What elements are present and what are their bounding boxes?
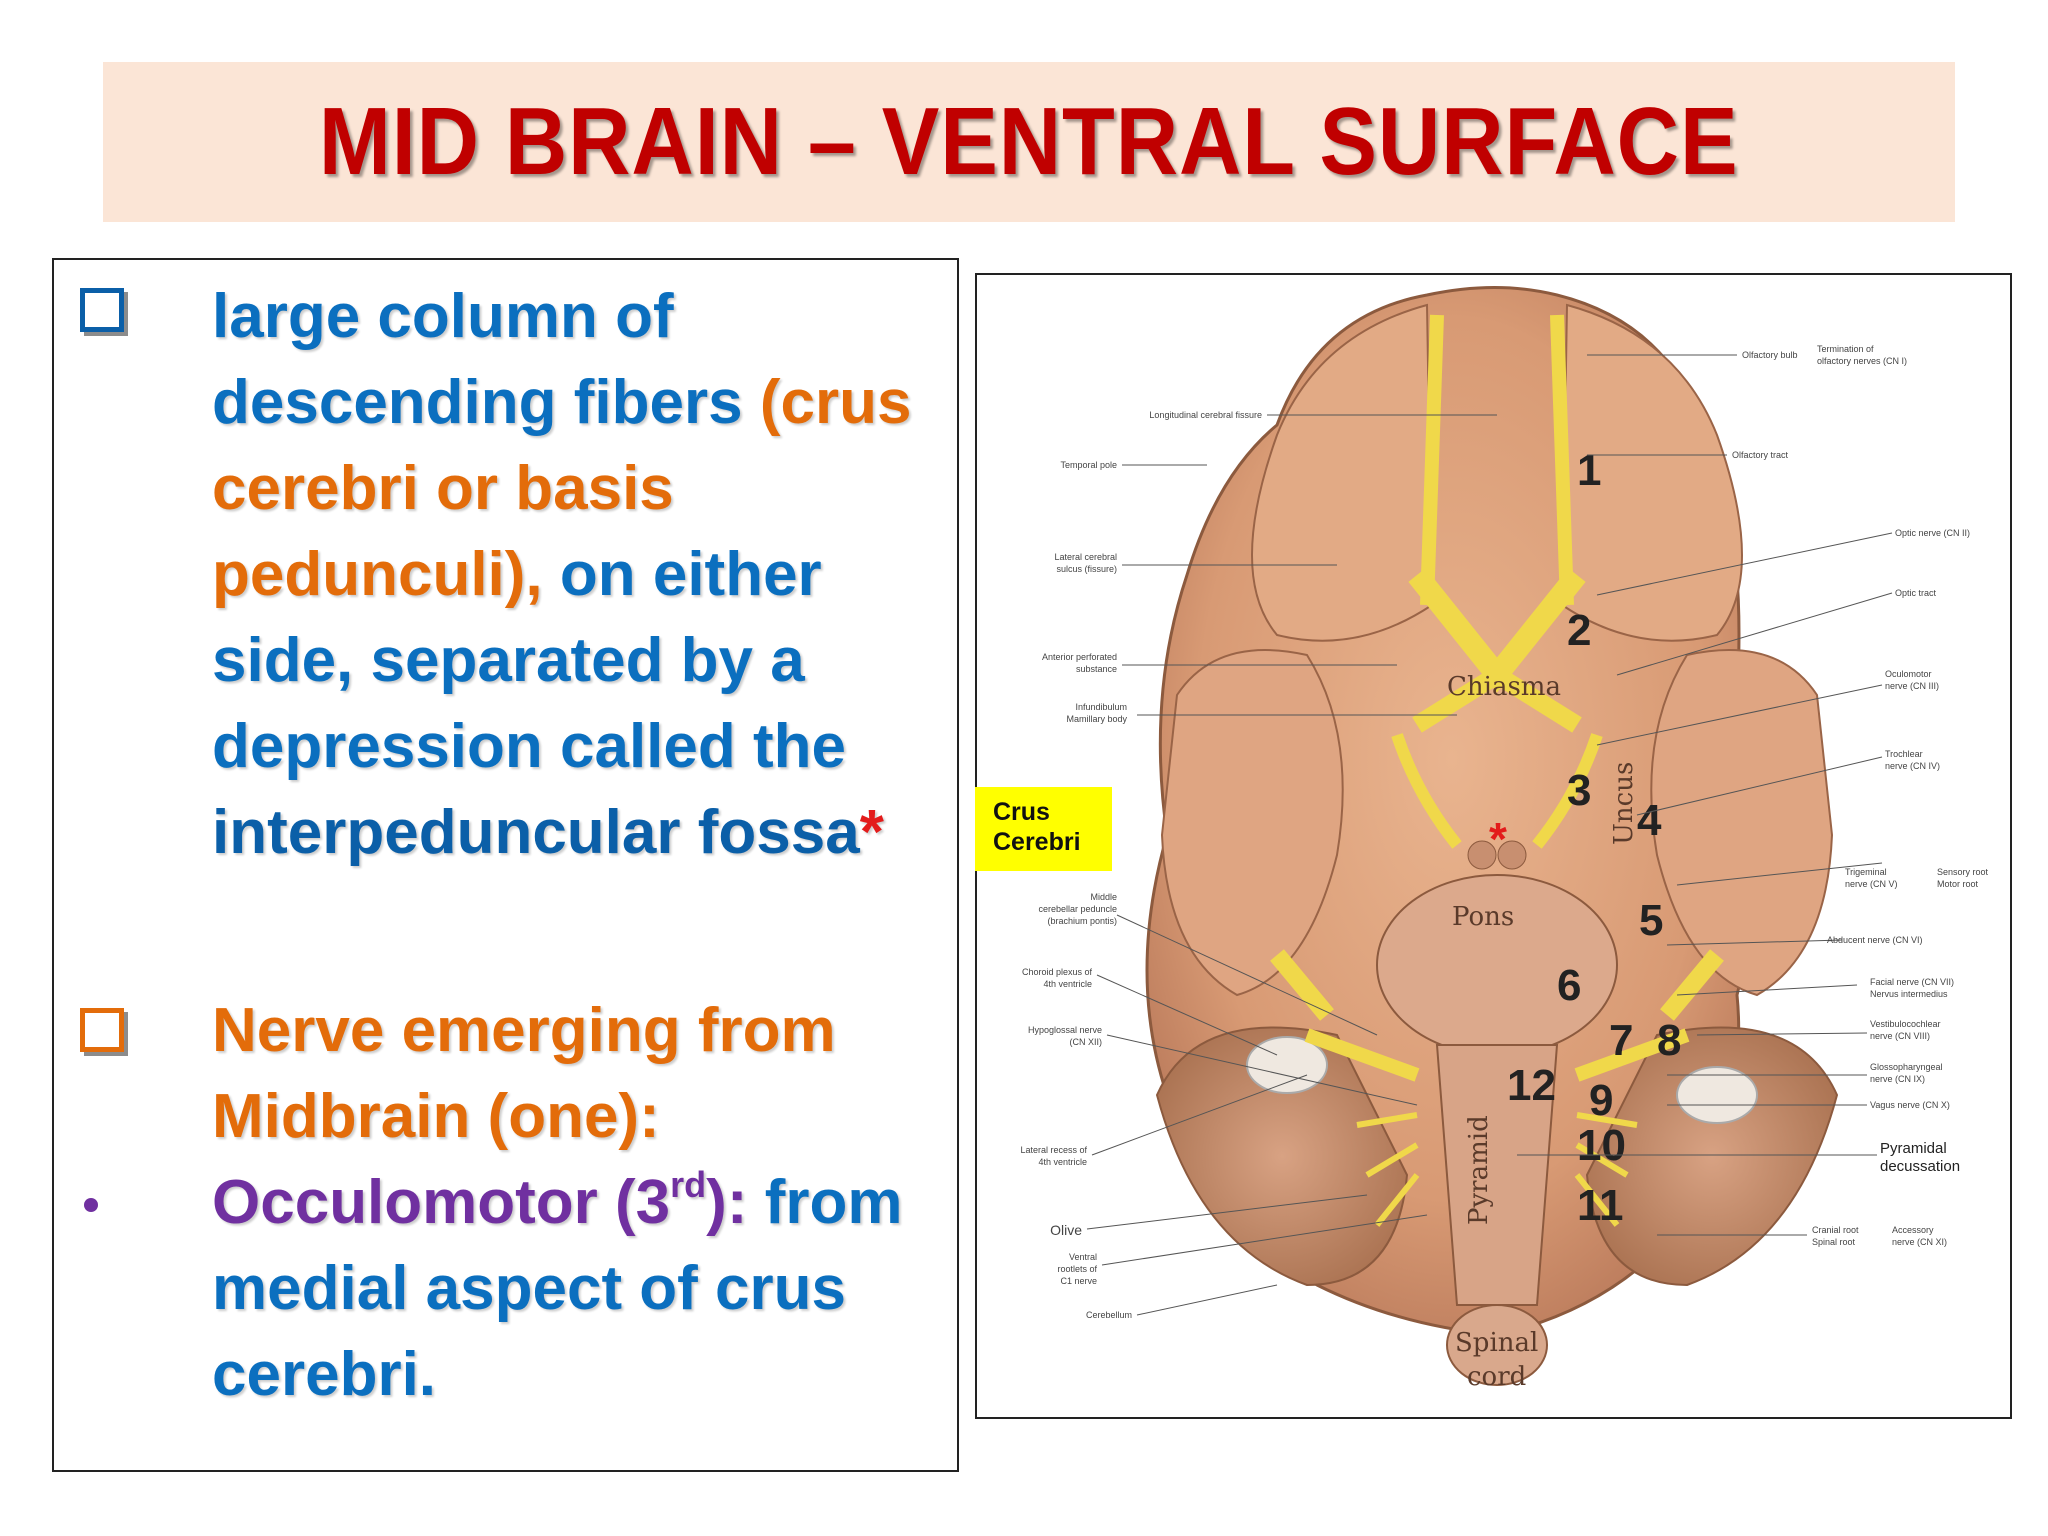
anatomy-label: C1 nerve [1060, 1276, 1097, 1286]
anatomy-label: Olfactory bulb [1742, 350, 1798, 360]
anatomy-label: rootlets of [1057, 1264, 1097, 1274]
anatomy-label: Lateral recess of [1020, 1145, 1087, 1155]
anatomy-label: Cranial root [1812, 1225, 1859, 1235]
anatomy-label: Infundibulum [1075, 702, 1127, 712]
bullet-dot-icon [84, 1198, 98, 1212]
spinal-label: Spinal [1455, 1328, 1538, 1358]
anatomy-label: (CN XII) [1070, 1037, 1103, 1047]
anatomy-label: Lateral cerebral [1054, 552, 1117, 562]
anatomy-label: Olive [1050, 1222, 1082, 1238]
brain-figure: Chiasma Pons Pyramid Uncus Spinal cord *… [975, 273, 2012, 1419]
anatomy-label: Ventral [1069, 1252, 1097, 1262]
anatomy-label: Nervus intermedius [1870, 989, 1948, 999]
title-banner: MID BRAIN – VENTRAL SURFACE [103, 62, 1955, 222]
checkbox-icon [80, 288, 124, 332]
nerve-number: 2 [1567, 606, 1591, 655]
bullet-text-part: from medial aspect of crus cerebri. [212, 1168, 903, 1409]
anatomy-label: sulcus (fissure) [1056, 564, 1117, 574]
pons-label: Pons [1452, 902, 1514, 932]
anatomy-label: Choroid plexus of [1022, 967, 1093, 977]
anatomy-label: Motor root [1937, 879, 1979, 889]
pyramid-label: Pyramid [1464, 1115, 1494, 1225]
nerve-number: 5 [1639, 896, 1663, 945]
nerve-number: 9 [1589, 1076, 1613, 1125]
nerve-number: 7 [1609, 1016, 1633, 1065]
superscript: rd [670, 1164, 707, 1205]
crus-cerebri-term: (crus cerebri or basis pedunculi), [212, 368, 912, 609]
anatomy-label: nerve (CN XI) [1892, 1237, 1947, 1247]
chiasma-label: Chiasma [1447, 672, 1561, 702]
crus-cerebri-callout: Crus Cerebri [975, 787, 1112, 871]
cord-label: cord [1467, 1362, 1526, 1392]
anatomy-label: nerve (CN IV) [1885, 761, 1940, 771]
nerve-number: 12 [1507, 1061, 1556, 1110]
anatomy-label: nerve (CN VIII) [1870, 1031, 1930, 1041]
anatomy-label: Accessory [1892, 1225, 1934, 1235]
checkbox-icon [80, 1008, 124, 1052]
anatomy-label: nerve (CN IX) [1870, 1074, 1925, 1084]
anatomy-label: nerve (CN V) [1845, 879, 1898, 889]
nerve-number: 1 [1577, 446, 1601, 495]
anatomy-label: Oculomotor [1885, 669, 1932, 679]
anatomy-label: Optic tract [1895, 588, 1937, 598]
anatomy-label: nerve (CN III) [1885, 681, 1939, 691]
asterisk-marker: * [859, 798, 884, 867]
interpeduncular-fossa-asterisk: * [1489, 813, 1507, 865]
anatomy-label: Mamillary body [1066, 714, 1127, 724]
anatomy-label: Termination of [1817, 344, 1874, 354]
anatomy-label: Vestibulocochlear [1870, 1019, 1941, 1029]
anatomy-label: 4th ventricle [1038, 1157, 1087, 1167]
uncus-label: Uncus [1609, 762, 1639, 845]
occulomotor-term: Occulomotor (3rd): [212, 1164, 748, 1238]
anatomy-label: Sensory root [1937, 867, 1989, 877]
anatomy-label: Anterior perforated [1042, 652, 1117, 662]
anatomy-label: Middle [1090, 892, 1117, 902]
bullet-text: Nerve emerging from Midbrain (one): [212, 996, 836, 1151]
anatomy-label: Spinal root [1812, 1237, 1856, 1247]
bullet-text-part: on either side, separated by a depressio… [212, 540, 846, 781]
anatomy-label: Glossopharyngeal [1870, 1062, 1943, 1072]
right-labels: Olfactory bulb Termination of olfactory … [1732, 344, 1989, 1247]
nerve-number: 4 [1637, 796, 1662, 845]
bullet-text-part: large column of descending fibers [212, 282, 760, 437]
anatomy-label: Trigeminal [1845, 867, 1887, 877]
anatomy-label: Facial nerve (CN VII) [1870, 977, 1954, 987]
nerve-number: 3 [1567, 766, 1591, 815]
anatomy-label: Longitudinal cerebral fissure [1149, 410, 1262, 420]
interpeduncular-fossa-term: interpeduncular fossa [212, 798, 860, 867]
anatomy-label: Trochlear [1885, 749, 1923, 759]
anatomy-label: substance [1076, 664, 1117, 674]
bullet-text: Occulomotor (3rd): from medial aspect of… [212, 1160, 949, 1418]
anatomy-label: decussation [1880, 1158, 1960, 1175]
left-labels: Longitudinal cerebral fissure Temporal p… [1020, 410, 1262, 1320]
brain-ventral-surface-illustration: Chiasma Pons Pyramid Uncus Spinal cord *… [1020, 286, 1989, 1392]
anatomy-label: Pyramidal [1880, 1140, 1947, 1157]
anatomy-label: Optic nerve (CN II) [1895, 528, 1970, 538]
bullet-text: large column of descending fibers (crus … [212, 274, 949, 876]
anatomy-label: Vagus nerve (CN X) [1870, 1100, 1950, 1110]
anatomy-label: Olfactory tract [1732, 450, 1789, 460]
anatomy-label: olfactory nerves (CN I) [1817, 356, 1907, 366]
slide-title: MID BRAIN – VENTRAL SURFACE [319, 88, 1739, 195]
anatomy-label: 4th ventricle [1043, 979, 1092, 989]
nerve-number: 6 [1557, 961, 1581, 1010]
anatomy-label: Temporal pole [1060, 460, 1117, 470]
anatomy-label: Hypoglossal nerve [1028, 1025, 1102, 1035]
anatomy-label: Abducent nerve (CN VI) [1827, 935, 1923, 945]
anatomy-label: cerebellar peduncle [1038, 904, 1117, 914]
nerve-number: 8 [1657, 1016, 1681, 1065]
nerve-number: 11 [1577, 1181, 1624, 1230]
anatomy-label: (brachium pontis) [1047, 916, 1117, 926]
nerve-number: 10 [1577, 1121, 1626, 1170]
text-panel: large column of descending fibers (crus … [52, 258, 959, 1472]
anatomy-label: Cerebellum [1086, 1310, 1132, 1320]
